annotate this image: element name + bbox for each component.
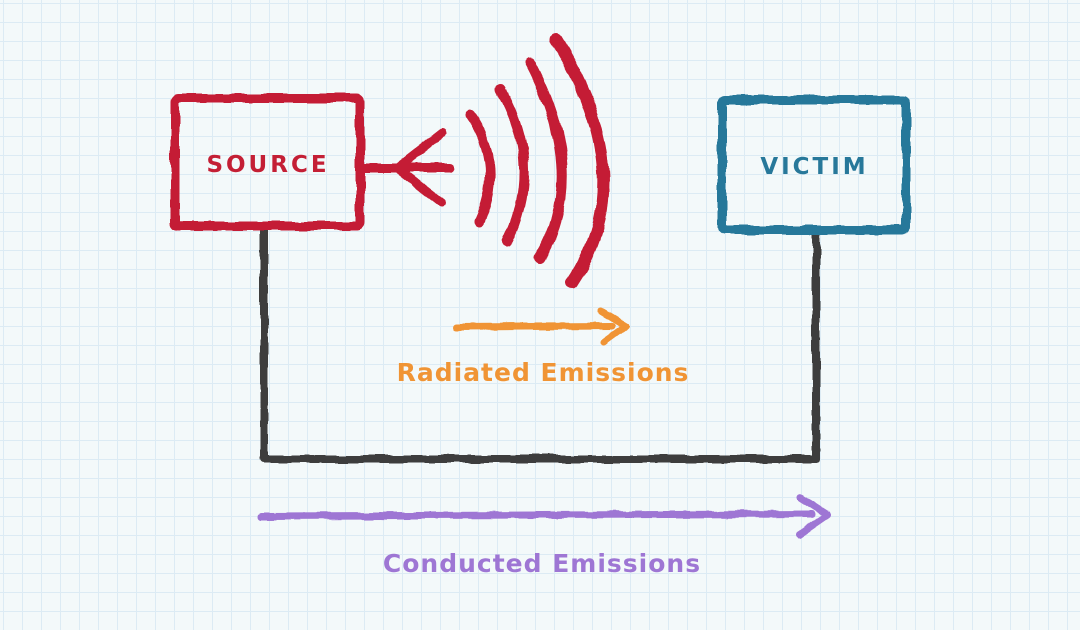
conducted-emissions-arrow xyxy=(258,493,832,539)
victim-box xyxy=(717,95,911,235)
source-box-label: SOURCE xyxy=(206,151,330,178)
wave-arc-2 xyxy=(496,85,530,247)
conducted-emissions-label: Conducted Emissions xyxy=(382,549,702,578)
wave-arc-4 xyxy=(550,34,610,289)
source-box xyxy=(170,93,365,231)
radiated-emissions-arrow xyxy=(452,307,630,346)
conducted-wire xyxy=(260,226,820,463)
radiated-emissions-label: Radiated Emissions xyxy=(396,358,690,387)
victim-box-label: VICTIM xyxy=(760,153,869,180)
wave-arc-1 xyxy=(465,110,496,227)
antenna-arrow-icon xyxy=(359,128,454,208)
wave-arc-3 xyxy=(524,57,568,264)
